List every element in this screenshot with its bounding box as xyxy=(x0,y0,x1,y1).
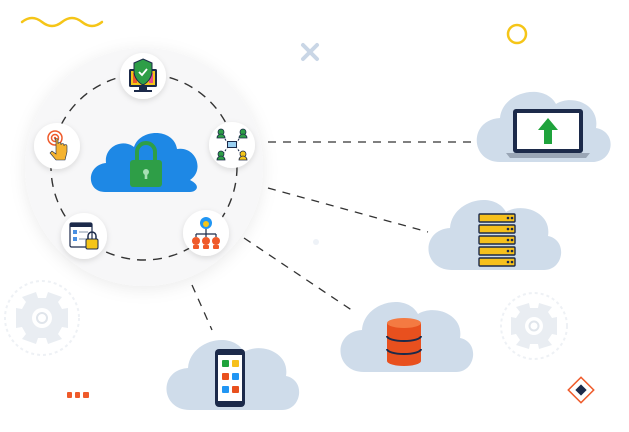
cross-icon xyxy=(301,43,319,61)
dot-icon xyxy=(313,239,319,245)
ring-icon xyxy=(506,23,528,45)
cloud-mobile-apps-icon[interactable] xyxy=(166,340,300,410)
user-network-icon[interactable] xyxy=(209,122,255,168)
checklist-lock-icon[interactable] xyxy=(61,213,107,259)
cloud-lock-icon xyxy=(90,132,198,192)
gear-icon xyxy=(500,292,568,360)
gear-icon xyxy=(4,280,80,356)
diamond-icon xyxy=(567,376,595,404)
cloud-database-icon[interactable] xyxy=(340,302,474,372)
touch-target-icon[interactable] xyxy=(34,123,80,169)
squiggle-icon xyxy=(20,16,104,28)
dots-icon xyxy=(67,392,89,398)
connector-lines xyxy=(191,141,476,331)
org-chart-icon[interactable] xyxy=(183,210,229,256)
cloud-upload-laptop-icon[interactable] xyxy=(476,91,611,162)
shield-monitor-icon[interactable] xyxy=(120,53,166,99)
cloud-server-icon[interactable] xyxy=(428,200,562,270)
